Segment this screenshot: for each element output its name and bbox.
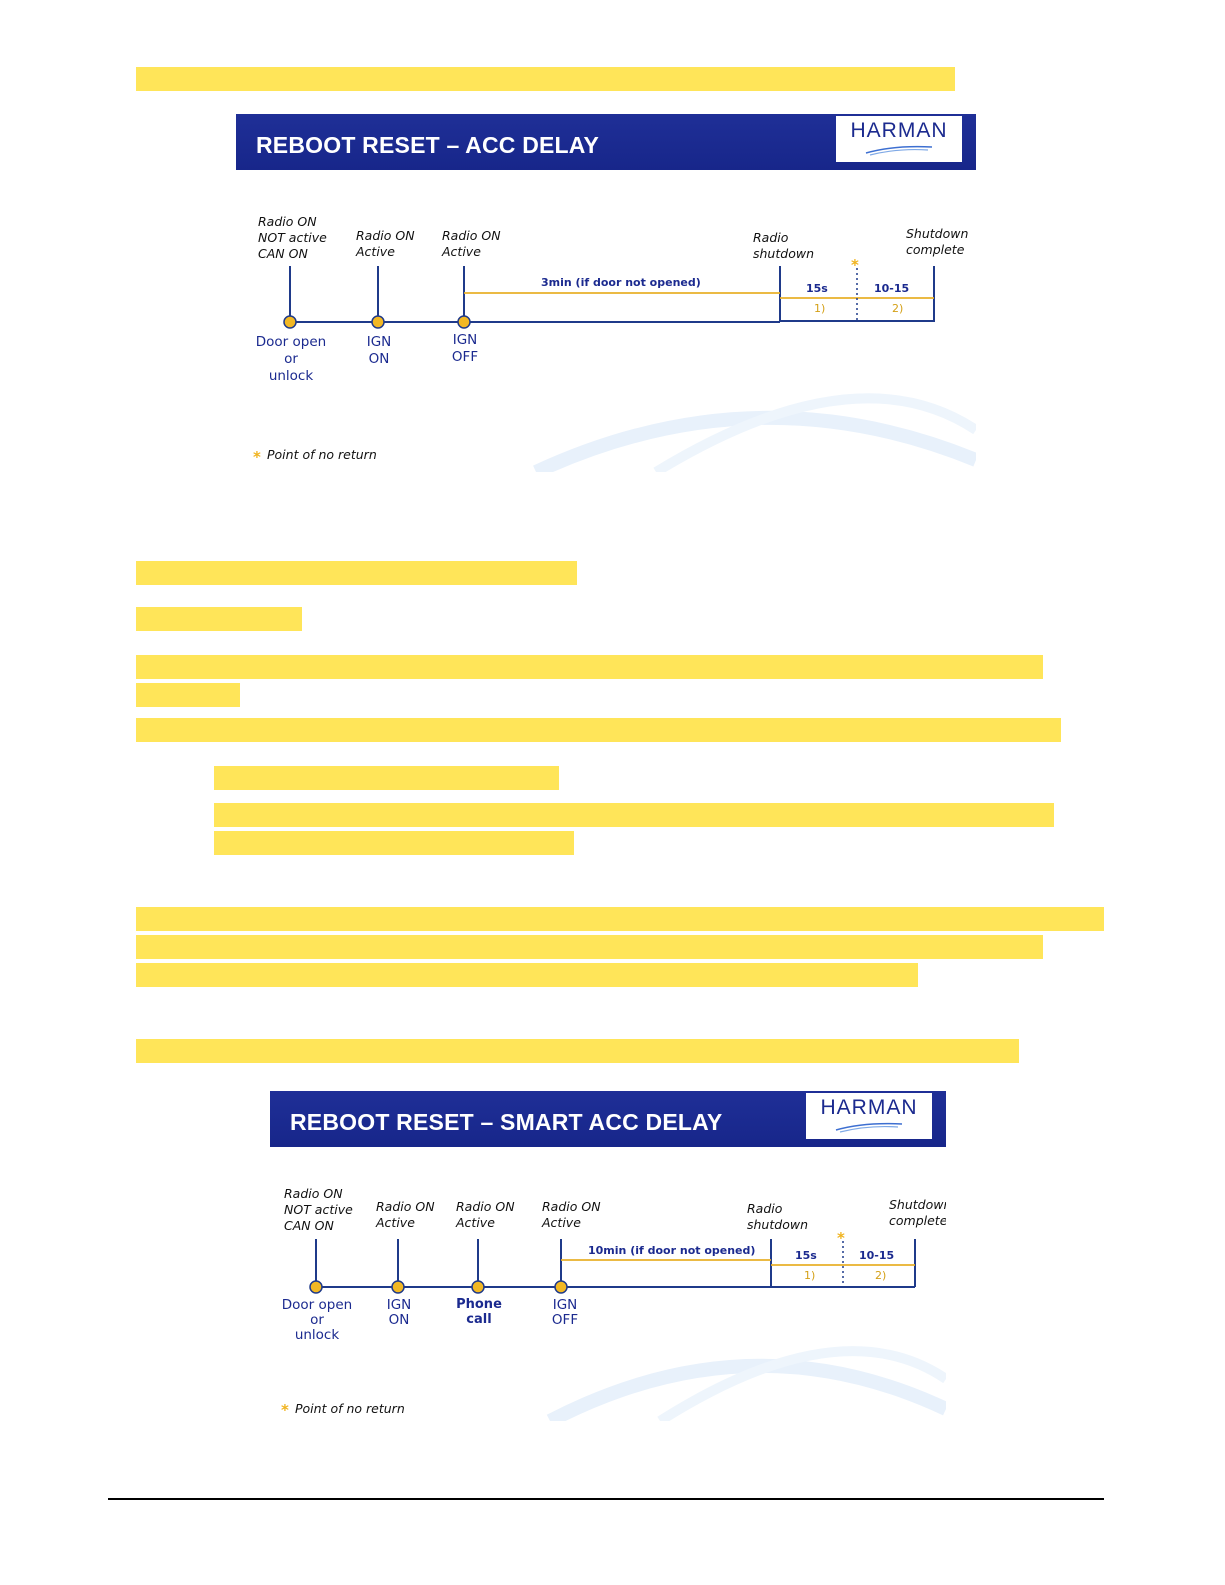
event-label-bottom: call	[466, 1312, 491, 1327]
event-label-bottom: or	[310, 1312, 324, 1328]
shutdown-complete-label: complete	[906, 242, 965, 257]
slide-header: REBOOT RESET – SMART ACC DELAY HARMAN	[270, 1091, 946, 1147]
star-marker: *	[851, 256, 859, 274]
event-label-top: Radio ON	[442, 228, 501, 243]
event-label-bottom: IGN	[387, 1297, 412, 1313]
radio-shutdown-label: Radio	[753, 230, 789, 245]
harman-logo: HARMAN	[836, 116, 962, 162]
highlighted-text-line	[136, 655, 1043, 679]
event-label-top: Active	[355, 244, 395, 259]
event-dot	[283, 315, 297, 329]
phase-2-label: 2)	[892, 302, 903, 315]
footnote-star: *	[253, 448, 261, 466]
shutdown-complete-label: Shutdown	[906, 226, 968, 241]
delay-label: 3min (if door not opened)	[541, 276, 701, 289]
phase-2-label: 2)	[875, 1269, 886, 1282]
segment-1-label: 15s	[795, 1249, 817, 1262]
phase-1-label: 1)	[804, 1269, 815, 1282]
segment-2-label: 10-15	[874, 282, 909, 295]
highlighted-text-line	[214, 831, 574, 855]
star-marker: *	[837, 1229, 845, 1247]
highlighted-text-line	[136, 67, 955, 91]
event-label-bottom: ON	[389, 1312, 410, 1328]
event-label-bottom: ON	[369, 351, 390, 367]
event-label-bottom: Phone	[456, 1297, 502, 1312]
highlighted-text-line	[136, 718, 1061, 742]
footnote-star: *	[281, 1401, 289, 1419]
event-label-top: Active	[455, 1215, 495, 1230]
radio-shutdown-label: shutdown	[747, 1217, 808, 1232]
segment-1-label: 15s	[806, 282, 828, 295]
background-swoosh	[653, 393, 976, 472]
delay-label: 10min (if door not opened)	[588, 1244, 755, 1257]
wave-icon	[865, 145, 933, 156]
slide-acc-delay: REBOOT RESET – ACC DELAY HARMAN Radio ON…	[236, 114, 976, 472]
event-label-top: Radio ON	[258, 214, 317, 229]
event-label-top: NOT active	[284, 1202, 353, 1217]
event-label-bottom: IGN	[553, 1297, 578, 1313]
highlighted-text-line	[136, 561, 577, 585]
event-label-top: Active	[375, 1215, 415, 1230]
event-label-bottom: Door open	[256, 334, 326, 350]
event-dot	[554, 1280, 568, 1294]
highlighted-text-line	[136, 607, 302, 631]
highlighted-text-line	[214, 803, 1054, 827]
event-label-bottom: OFF	[552, 1312, 578, 1328]
event-label-top: Active	[441, 244, 481, 259]
shutdown-complete-label: Shutdown	[889, 1197, 946, 1212]
event-label-bottom: or	[284, 351, 298, 367]
event-dot	[391, 1280, 405, 1294]
slide-smart-acc-delay: REBOOT RESET – SMART ACC DELAY HARMAN Ra…	[270, 1091, 946, 1421]
footnote-text: Point of no return	[267, 447, 377, 462]
event-label-top: NOT active	[258, 230, 327, 245]
event-label-top: Radio ON	[542, 1199, 601, 1214]
event-label-top: Radio ON	[376, 1199, 435, 1214]
highlighted-text-line	[136, 1039, 1019, 1063]
highlighted-text-line	[136, 683, 240, 707]
highlighted-text-line	[136, 963, 918, 987]
highlighted-text-line	[214, 766, 559, 790]
event-label-top: Radio ON	[356, 228, 415, 243]
event-dot	[309, 1280, 323, 1294]
phase-1-label: 1)	[814, 302, 825, 315]
event-label-top: Active	[541, 1215, 581, 1230]
event-label-bottom: OFF	[452, 349, 478, 365]
footer-rule	[108, 1498, 1104, 1500]
event-label-bottom: IGN	[453, 332, 478, 348]
event-dot	[371, 315, 385, 329]
slide-header: REBOOT RESET – ACC DELAY HARMAN	[236, 114, 976, 170]
event-label-top: Radio ON	[284, 1186, 343, 1201]
shutdown-complete-label: complete	[889, 1213, 946, 1228]
wave-icon	[835, 1122, 903, 1133]
event-label-bottom: IGN	[367, 334, 392, 350]
highlighted-text-line	[136, 935, 1043, 959]
event-label-bottom: unlock	[269, 368, 314, 384]
footnote-text: Point of no return	[295, 1401, 405, 1416]
event-label-bottom: Door open	[282, 1297, 352, 1313]
event-dot	[471, 1280, 485, 1294]
timeline-diagram: Radio ON NOT active CAN ON Radio ON Acti…	[253, 214, 976, 472]
event-dot	[457, 315, 471, 329]
slide-title: REBOOT RESET – ACC DELAY	[256, 132, 600, 158]
event-label-bottom: unlock	[295, 1327, 340, 1343]
radio-shutdown-label: Radio	[747, 1201, 783, 1216]
segment-2-label: 10-15	[859, 1249, 894, 1262]
background-swoosh	[657, 1346, 946, 1421]
slide-title: REBOOT RESET – SMART ACC DELAY	[290, 1109, 723, 1135]
harman-logo: HARMAN	[806, 1093, 932, 1139]
highlighted-text-line	[136, 907, 1104, 931]
radio-shutdown-label: shutdown	[753, 246, 814, 261]
event-label-top: CAN ON	[258, 246, 308, 261]
timeline-diagram: Radio ON NOT active CAN ON Radio ON Acti…	[281, 1186, 946, 1421]
event-label-top: Radio ON	[456, 1199, 515, 1214]
event-label-top: CAN ON	[284, 1218, 334, 1233]
background-swoosh	[546, 1358, 946, 1421]
